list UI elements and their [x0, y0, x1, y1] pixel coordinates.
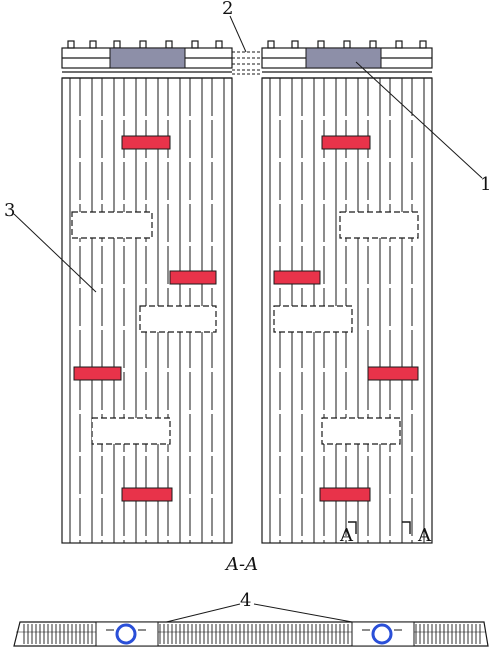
right-baffle-3 [321, 417, 401, 445]
pipe-pocket-right [351, 621, 415, 647]
cross-section-outline [13, 621, 489, 647]
right-panel-frame [261, 77, 433, 544]
left-baffle-1 [71, 211, 153, 239]
section-mark-left: A [339, 525, 354, 546]
left-baffles [71, 211, 217, 445]
callout-2: 2 [222, 0, 233, 19]
left-panel [61, 40, 233, 544]
leader-3 [13, 213, 97, 293]
right-red-block-3 [367, 366, 419, 381]
left-baffle-2 [139, 305, 217, 333]
left-red-block-3 [73, 366, 122, 381]
section-label: A-A [224, 554, 258, 575]
pipe-pocket-left [95, 621, 159, 647]
pipe-ring-left [115, 623, 137, 645]
left-red-blocks [73, 135, 217, 502]
section-arrows [348, 521, 411, 534]
leader-2 [229, 15, 247, 53]
center-connector [232, 51, 262, 75]
callout-4: 4 [240, 590, 251, 611]
section-mark-right: A [417, 525, 432, 546]
right-tube-lines [269, 78, 425, 543]
callout-3: 3 [4, 200, 15, 221]
cross-section [13, 621, 489, 647]
right-baffles [273, 211, 419, 445]
right-panel: A A [261, 40, 433, 546]
right-red-block-1 [321, 135, 371, 150]
leader-1 [355, 61, 483, 179]
left-red-block-4 [121, 487, 173, 502]
callout-1: 1 [480, 174, 491, 195]
left-panel-frame [61, 77, 233, 544]
left-baffle-3 [91, 417, 171, 445]
right-baffle-1 [339, 211, 419, 239]
right-baffle-2 [273, 305, 353, 333]
pipe-ring-right [371, 623, 393, 645]
left-red-block-2 [169, 270, 217, 285]
left-header-block [109, 47, 186, 69]
right-header-block [305, 47, 382, 69]
right-red-block-4 [319, 487, 371, 502]
right-red-blocks [273, 135, 419, 502]
left-red-block-1 [121, 135, 171, 150]
right-red-block-2 [273, 270, 321, 285]
